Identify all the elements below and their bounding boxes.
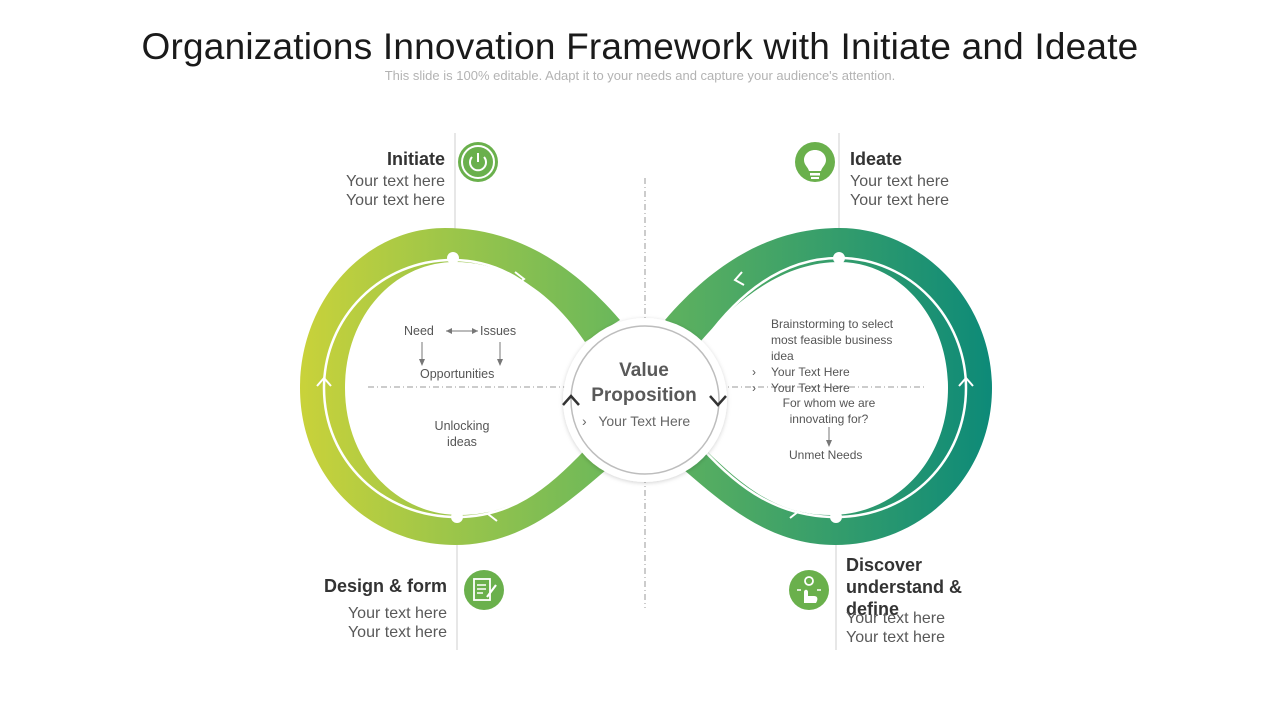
arrow-right (958, 376, 974, 387)
discover-title: Discover understand & define (846, 555, 963, 619)
lightbulb-icon (795, 142, 835, 182)
document-pen-icon (464, 570, 504, 610)
arrow-bottom-left (486, 506, 498, 522)
arrow-bottom-right (789, 503, 801, 519)
ideate-text-1: Your text here (850, 173, 950, 190)
opportunities-label: Opportunities (420, 367, 495, 381)
unmet-needs-label: Unmet Needs (789, 448, 863, 462)
ideate-dot (833, 252, 845, 264)
infinity-band (300, 228, 992, 545)
unlocking-ideas-label: Unlocking ideas (434, 419, 490, 449)
right-bullet-2: Your Text Here (771, 381, 850, 395)
arrow-top-left (514, 271, 526, 287)
value-proposition-inner (570, 325, 720, 475)
ideate-text-2: Your text here (850, 192, 950, 209)
arrow-left (316, 376, 332, 387)
initiate-title: Initiate (386, 149, 445, 169)
value-proposition-bullet-text: Your Text Here (598, 413, 691, 429)
design-dot (451, 511, 463, 523)
power-icon (458, 142, 498, 182)
value-proposition-bullet: › Your Text Here (582, 413, 706, 429)
brainstorm-text: Brainstorming to select most feasible bu… (771, 317, 894, 363)
slide-title: Organizations Innovation Framework with … (141, 26, 1139, 67)
slide-subtitle: This slide is 100% editable. Adapt it to… (384, 68, 896, 83)
right-bullet-1-marker: › (752, 365, 756, 379)
loop-track-left (322, 258, 586, 519)
bullet-marker: › (582, 413, 599, 429)
right-bullet-1: Your Text Here (771, 365, 850, 379)
value-proposition-title: Value Proposition (591, 360, 697, 406)
need-label: Need (404, 324, 434, 338)
ideate-title: Ideate (850, 149, 903, 169)
discover-dot (830, 511, 842, 523)
right-bullet-2-marker: › (752, 381, 756, 395)
chevron-down-icon (709, 395, 727, 407)
loop-track-right (701, 256, 968, 519)
initiate-dot (447, 252, 459, 264)
discover-text-2: Your text here (846, 629, 946, 646)
initiate-text-1: Your text here (345, 173, 445, 190)
design-text-1: Your text here (347, 605, 447, 622)
design-text-2: Your text here (347, 624, 447, 641)
discover-text-1: Your text here (846, 610, 946, 627)
design-title: Design & form (323, 576, 447, 596)
hand-gear-icon (789, 570, 829, 610)
for-whom-text: For whom we are innovating for? (782, 396, 876, 426)
chevron-up-icon (562, 394, 580, 406)
arrow-top-right (733, 271, 745, 286)
initiate-text-2: Your text here (345, 192, 445, 209)
issues-label: Issues (480, 324, 517, 338)
